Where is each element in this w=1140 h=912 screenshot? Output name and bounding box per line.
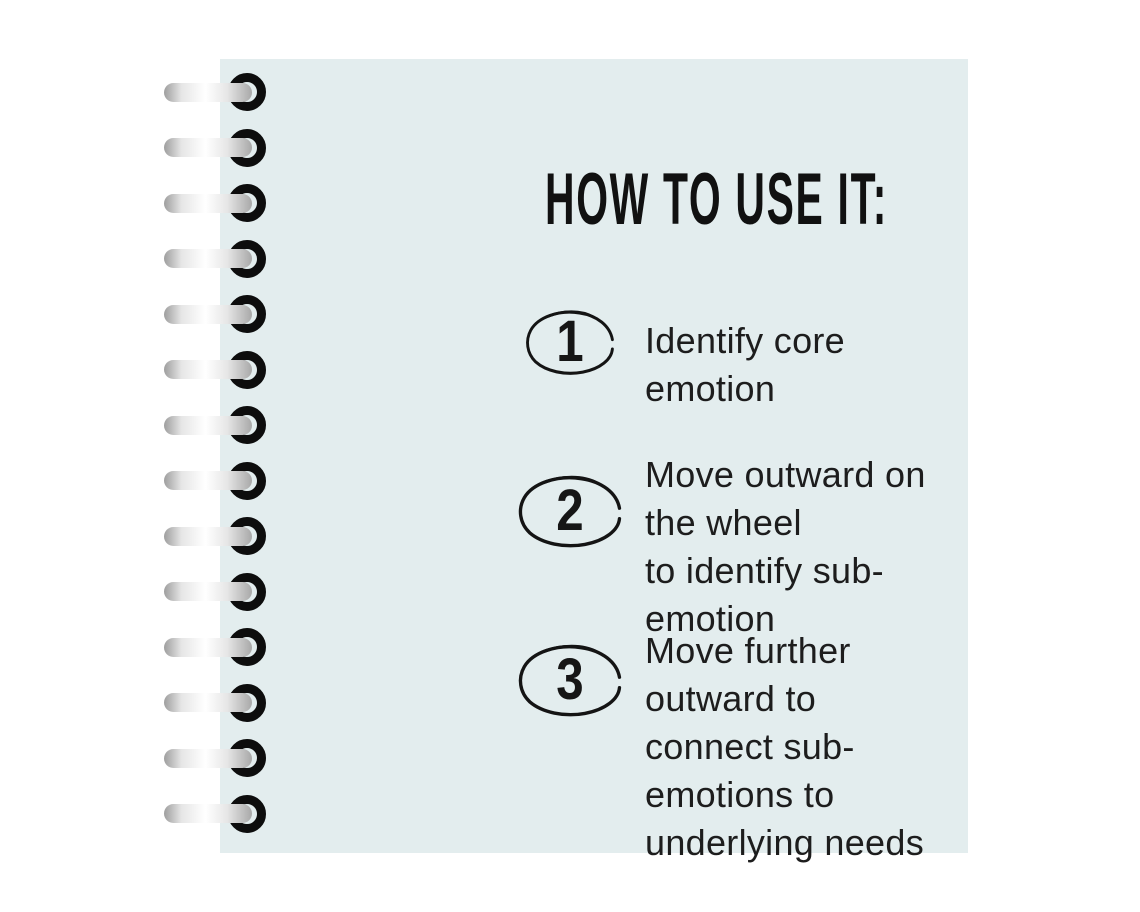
binder-rod-icon (164, 804, 252, 823)
binder-rod-icon (164, 249, 252, 268)
page-title-text: HOW TO USE IT: (545, 159, 888, 240)
binder-rod-icon (164, 693, 252, 712)
step-3-text: Move further outward to connect sub-emot… (645, 630, 925, 863)
step-1-text: Identify core emotion (645, 320, 846, 409)
sketch-circle-icon (518, 644, 622, 717)
step-2-badge: 2 (514, 472, 626, 552)
binder-rod-icon (164, 637, 252, 657)
step-1-badge: 1 (522, 307, 618, 379)
binder-rod-icon (164, 526, 252, 546)
step-2-number: 2 (556, 477, 584, 543)
binder-rod-icon (164, 582, 252, 601)
binder-rod-icon (164, 360, 252, 379)
binder-rod-icon (164, 471, 252, 490)
step-3-number: 3 (556, 646, 584, 712)
step-1-number: 1 (556, 308, 584, 374)
binder-rod-icon (164, 193, 252, 213)
step-2-text: Move outward on the wheel to identify su… (645, 454, 926, 639)
binder-rod-icon (164, 415, 252, 435)
binder-rod-icon (164, 748, 252, 768)
binder-rod-icon (164, 304, 252, 324)
page-title: HOW TO USE IT: (545, 162, 1140, 238)
sketch-circle-icon (518, 475, 622, 548)
binder-rod-icon (164, 138, 252, 157)
step-3-badge: 3 (514, 641, 626, 721)
binder-rod-icon (164, 82, 252, 102)
notebook-page: HOW TO USE IT: 1 Identify core emotion 2… (220, 59, 968, 863)
sketch-circle-icon (526, 310, 614, 375)
